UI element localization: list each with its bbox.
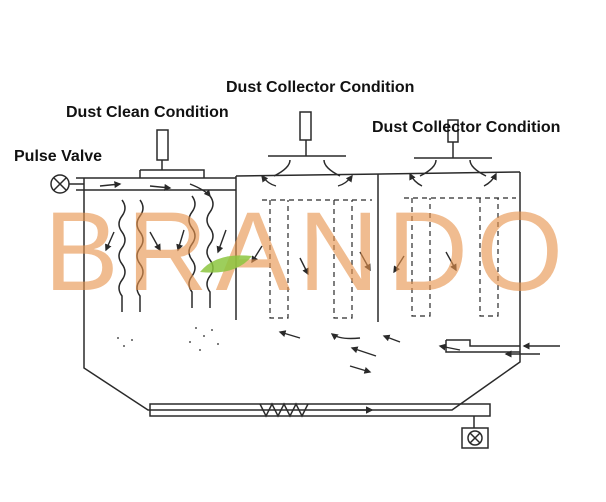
flow-arrow <box>261 174 277 187</box>
flow-arrow <box>393 255 405 274</box>
dust-particles <box>117 327 219 351</box>
flow-arrow <box>216 229 227 254</box>
flow-arrow <box>149 183 172 191</box>
flow-arrow <box>350 346 377 357</box>
dust-clean-condition-label: Dust Clean Condition <box>66 104 229 121</box>
pulse-valve-symbol <box>50 174 84 194</box>
dust-collector-condition-label-2: Dust Collector Condition <box>372 119 561 136</box>
bag-frame-mid <box>262 199 372 319</box>
nozzle-right <box>419 159 487 177</box>
flow-arrow <box>99 181 122 189</box>
flow-arrow <box>299 257 309 276</box>
inlet-duct <box>76 177 236 191</box>
flow-arrow <box>176 229 185 252</box>
dust-collector-condition-label-1: Dust Collector Condition <box>226 79 415 96</box>
housing-outline <box>83 172 521 411</box>
flow-arrow <box>337 174 353 187</box>
flow-arrow <box>349 365 372 374</box>
flow-arrow <box>278 330 301 339</box>
flow-arrow <box>483 172 497 187</box>
flow-arrow <box>409 172 423 187</box>
valve-actuator-mid <box>299 111 312 141</box>
nozzle-mid <box>273 159 341 177</box>
screw-conveyor <box>149 403 491 417</box>
screw-flights <box>259 402 309 418</box>
flow-arrow <box>251 245 263 264</box>
rotary-valve <box>461 427 489 449</box>
valve-actuator-left <box>156 129 169 161</box>
flow-arrow <box>382 334 401 343</box>
flow-arrow <box>149 231 161 252</box>
flow-arrow <box>445 251 457 272</box>
leaf-icon <box>200 255 252 273</box>
flow-arrow <box>330 333 361 341</box>
flow-arrow <box>438 343 461 351</box>
filter-bag-1 <box>118 199 144 312</box>
inlet-pipe <box>445 339 520 353</box>
plenum-cap-left <box>139 169 205 178</box>
pulse-valve-label: Pulse Valve <box>14 148 103 165</box>
filter-bag-2 <box>188 195 214 308</box>
flow-arrow <box>105 231 115 252</box>
flow-arrow <box>189 183 211 198</box>
flow-arrow <box>359 251 371 272</box>
bag-frame-right <box>404 197 516 317</box>
